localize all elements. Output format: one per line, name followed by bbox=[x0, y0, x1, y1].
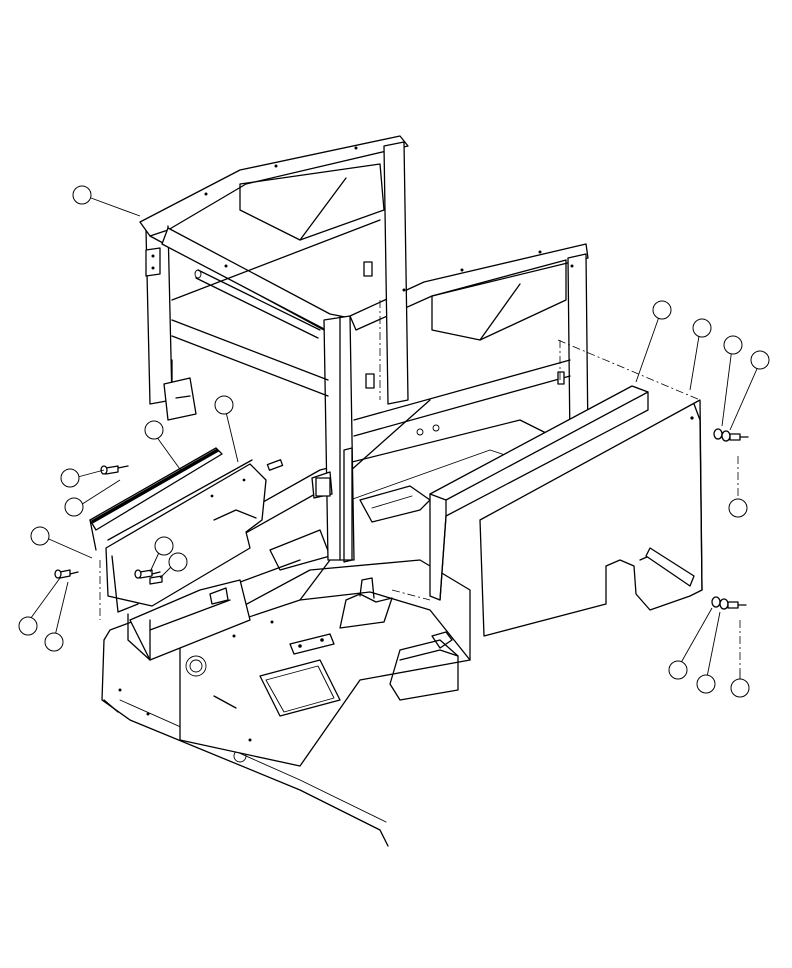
callout-bubble[interactable] bbox=[144, 420, 164, 440]
left-seal-strip bbox=[89, 447, 223, 551]
callout-bubble[interactable] bbox=[168, 552, 188, 572]
control-console bbox=[179, 559, 471, 767]
callout-bubble[interactable] bbox=[154, 536, 174, 556]
right-insulation-pad bbox=[429, 385, 649, 601]
callouts bbox=[18, 185, 770, 698]
right-side-panel bbox=[479, 399, 703, 637]
right-fasteners-top bbox=[713, 428, 749, 500]
cab-frame bbox=[139, 135, 589, 563]
callout-leaders bbox=[27, 197, 761, 686]
callout-bubble[interactable] bbox=[60, 468, 80, 488]
callout-bubble[interactable] bbox=[723, 335, 743, 355]
callout-bubble[interactable] bbox=[652, 300, 672, 320]
callout-bubble[interactable] bbox=[730, 678, 750, 698]
callout-bubble[interactable] bbox=[750, 350, 770, 370]
callout-bubble[interactable] bbox=[44, 632, 64, 652]
callout-bubble[interactable] bbox=[696, 674, 716, 694]
callout-bubble[interactable] bbox=[728, 498, 748, 518]
callout-bubble[interactable] bbox=[30, 526, 50, 546]
callout-bubble[interactable] bbox=[214, 395, 234, 415]
callout-bubble[interactable] bbox=[692, 318, 712, 338]
callout-bubble[interactable] bbox=[668, 660, 688, 680]
left-fasteners bbox=[54, 465, 163, 620]
assembly-centerlines bbox=[379, 300, 701, 601]
right-fasteners-bottom bbox=[711, 596, 747, 670]
left-side-box bbox=[127, 579, 251, 661]
callout-bubble[interactable] bbox=[64, 497, 84, 517]
callout-bubble[interactable] bbox=[72, 185, 92, 205]
callout-bubble[interactable] bbox=[18, 616, 38, 636]
